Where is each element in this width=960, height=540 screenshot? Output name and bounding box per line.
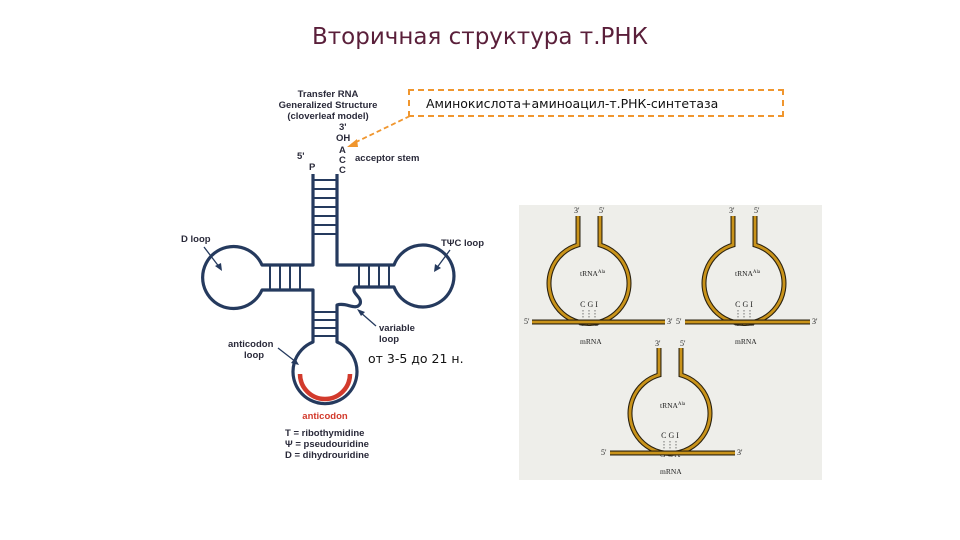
unit1-trna-label: tRNAAla: [580, 269, 606, 278]
acceptor-base-c2: C: [339, 165, 346, 176]
acceptor-base-c1: C: [339, 155, 346, 166]
d-loop-label: D loop: [181, 234, 211, 245]
pairing-unit-1: 3' 5' tRNAAla C G I G C U 5' 3' mRNA: [524, 206, 673, 346]
callout-box: Аминокислота+аминоацил-т.РНК-синтетаза: [408, 89, 784, 117]
unit2-mrna-5: 5': [676, 317, 682, 326]
unit3-mrna-label: mRNA: [660, 467, 682, 476]
pairing-unit-3: 3' 5' tRNAAla C G I G C A 5' 3' mRNA: [601, 339, 743, 476]
anticodon-label: anticodon: [302, 411, 348, 422]
legend-t: T = ribothymidine: [285, 428, 364, 439]
unit2-prime-left: 3': [729, 206, 735, 215]
cloverleaf-diagram: Transfer RNA Generalized Structure (clov…: [181, 89, 484, 461]
unit1-prime-right: 5': [599, 206, 605, 215]
anticodon-loop-label-2: loop: [244, 350, 264, 361]
callout-arrowhead: [347, 139, 358, 147]
unit1-mrna-3: 3': [667, 317, 673, 326]
pairing-unit-2: 3' 5' tRNAAla C G I G C C 5' 3' mRNA: [676, 206, 818, 346]
legend-psi: Ψ = pseudouridine: [285, 439, 369, 450]
anticodon-loop-label-1: anticodon: [228, 339, 274, 350]
unit1-prime-left: 3': [574, 206, 580, 215]
anticodon-loop-arrowhead: [291, 358, 299, 365]
unit2-mrna-3: 3': [812, 317, 818, 326]
unit1-mrna-5: 5': [524, 317, 530, 326]
d-stem-pairs: [269, 265, 301, 290]
unit3-anticodon: C G I: [661, 431, 679, 440]
t-stem-pairs: [358, 265, 390, 287]
pairing-panel: 3' 5' tRNAAla C G I G C U 5' 3' mRNA 3' …: [519, 205, 822, 480]
unit2-prime-right: 5': [754, 206, 760, 215]
anticodon-loop-arrow: [277, 347, 297, 363]
cloverleaf-heading-3: (cloverleaf model): [287, 111, 368, 122]
variable-loop-arrowhead: [357, 309, 365, 316]
variable-loop-label-2: loop: [379, 334, 399, 345]
acceptor-stem-label: acceptor stem: [355, 153, 419, 164]
anticodon-segment: [297, 373, 353, 402]
acceptor-stem-pairs: [313, 179, 337, 235]
phosphate-label: P: [309, 162, 316, 173]
unit3-prime-left: 3': [655, 339, 661, 348]
oh-label: OH: [336, 133, 350, 144]
five-prime-label: 5': [297, 151, 305, 162]
acceptor-base-a: A: [339, 145, 346, 156]
three-prime-label: 3': [339, 122, 347, 133]
tpsic-loop-arrowhead: [434, 264, 441, 272]
slide-title: Вторичная структура т.РНК: [311, 24, 649, 50]
unit2-anticodon: C G I: [735, 300, 753, 309]
anticodon-stem-pairs: [313, 311, 337, 337]
unit3-mrna-5: 5': [601, 448, 607, 457]
unit2-trna-label: tRNAAla: [735, 269, 761, 278]
tpsic-loop-arrow: [435, 249, 451, 270]
variable-loop-note: от 3-5 до 21 н.: [368, 351, 464, 366]
unit3-trna-label: tRNAAla: [660, 401, 686, 410]
variable-loop-label-1: variable: [379, 323, 415, 334]
callout-pointer: [351, 115, 411, 145]
unit1-anticodon: C G I: [580, 300, 598, 309]
cloverleaf-heading-2: Generalized Structure: [279, 100, 378, 111]
unit3-prime-right: 5': [680, 339, 686, 348]
trna-backbone: [201, 174, 456, 406]
cloverleaf-heading-1: Transfer RNA: [298, 89, 359, 100]
d-loop-arrowhead: [215, 263, 222, 271]
tpsic-loop-label: TΨC loop: [441, 238, 484, 249]
unit3-mrna-3: 3': [737, 448, 743, 457]
legend-d: D = dihydrouridine: [285, 450, 369, 461]
d-loop-arrow: [203, 246, 221, 269]
unit2-mrna-label: mRNA: [735, 337, 757, 346]
unit1-mrna-label: mRNA: [580, 337, 602, 346]
